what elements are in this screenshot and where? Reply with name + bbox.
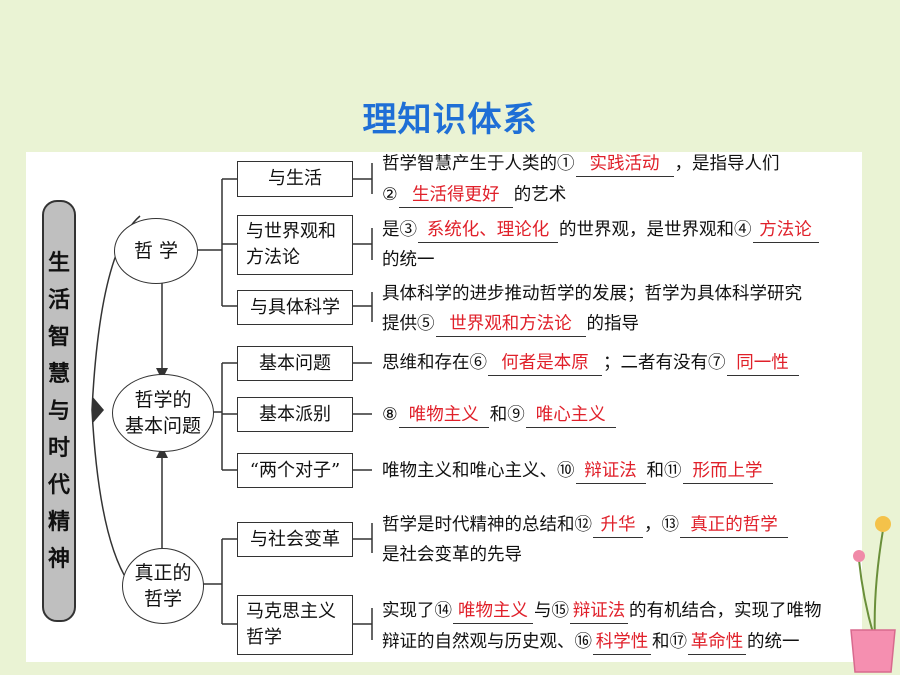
box-social-change-label: 与社会变革 [250, 528, 340, 550]
box-life: 与生活 [237, 161, 353, 197]
answer-blank: 形而上学 [682, 459, 773, 484]
node-basic-question: 哲学的 基本问题 [112, 374, 214, 452]
box-marxism-line: 哲学 [246, 627, 282, 648]
row-worldview-line2: 的统一 [382, 250, 435, 270]
box-worldview-line: 与世界观和 [246, 221, 336, 242]
answer-blank: 唯物主义 [453, 599, 533, 624]
box-two-opposites-label: “两个对子” [249, 459, 341, 481]
node-basic-question-line: 基本问题 [124, 415, 201, 437]
flower-decoration-icon [850, 516, 896, 673]
box-basic-issue-label: 基本问题 [259, 352, 331, 374]
main-topic-char: 精 [47, 508, 70, 535]
box-social-change: 与社会变革 [237, 522, 353, 557]
node-philosophy: 哲 学 [114, 218, 198, 284]
row-social-change-line2: 是社会变革的先导 [382, 545, 522, 565]
box-life-label: 与生活 [268, 168, 322, 189]
main-topic-char: 代 [47, 471, 70, 498]
answer-blank: 方法论 [752, 218, 819, 243]
answer-blank: 唯心主义 [525, 403, 616, 428]
node-true-philosophy-line: 真正的 [134, 562, 192, 584]
answer-blank: 生活得更好 [398, 183, 513, 208]
node-philosophy-label: 哲 学 [133, 240, 179, 262]
answer-blank: 真正的哲学 [680, 513, 788, 538]
main-topic-char: 生 [47, 249, 70, 276]
answer-blank: 唯物主义 [398, 403, 489, 428]
box-marxism-line: 马克思主义 [246, 601, 336, 622]
main-topic-char: 慧 [47, 360, 70, 387]
box-worldview: 与世界观和 方法论 [237, 215, 353, 275]
box-basic-schools: 基本派别 [237, 397, 353, 432]
box-marxism: 马克思主义 哲学 [237, 595, 353, 655]
answer-blank: 科学性 [593, 630, 651, 655]
answer-blank: 辩证法 [570, 599, 628, 624]
main-topic-char: 时 [47, 434, 70, 461]
answer-blank: 实践活动 [575, 152, 674, 177]
main-topic-box: 生 活 智 慧 与 时 代 精 神 [42, 200, 76, 622]
answer-blank: 升华 [593, 513, 643, 538]
main-topic-char: 活 [47, 286, 70, 313]
answer-blank: 同一性 [726, 351, 799, 376]
answer-blank: 辩证法 [575, 459, 646, 484]
box-two-opposites: “两个对子” [237, 453, 353, 488]
box-basic-issue: 基本问题 [237, 346, 353, 381]
main-topic-char: 智 [47, 323, 70, 350]
node-basic-question-line: 哲学的 [134, 389, 192, 411]
box-worldview-line: 方法论 [246, 247, 300, 268]
answer-blank: 革命性 [688, 630, 746, 655]
node-true-philosophy-line: 哲学 [143, 588, 182, 610]
main-topic-char: 神 [47, 545, 70, 572]
node-true-philosophy: 真正的 哲学 [122, 548, 204, 624]
page-title: 理知识体系 [362, 100, 538, 140]
answer-blank: 何者是本原 [488, 351, 602, 376]
answer-blank: 系统化、理论化 [418, 218, 558, 243]
box-science: 与具体科学 [237, 290, 353, 325]
main-topic-char: 与 [47, 397, 70, 424]
box-basic-schools-label: 基本派别 [259, 403, 331, 425]
row-science-line1: 具体科学的进步推动哲学的发展；哲学为具体科学研究 [382, 284, 802, 304]
box-science-label: 与具体科学 [250, 296, 340, 318]
answer-blank: 世界观和方法论 [435, 312, 586, 337]
